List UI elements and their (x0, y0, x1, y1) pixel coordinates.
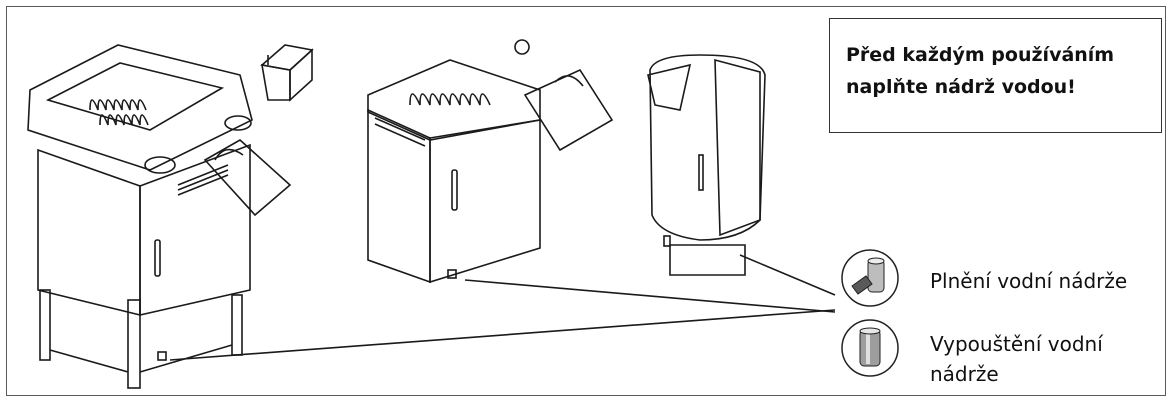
heater-medium-drain-valve (447, 269, 457, 279)
heater-medium-knob (514, 39, 530, 55)
heater-large-corner-cap-right (224, 115, 252, 131)
heater-medium-top (367, 59, 541, 141)
legend-drain-label-line-2: nádrže (930, 362, 999, 386)
heater-medium-vent (374, 117, 426, 147)
heater-large-heating-elements (89, 99, 149, 126)
heater-medium (367, 39, 614, 284)
refill-warning-line-2: naplňte nádrž vodou! (846, 76, 1076, 98)
heater-large-side-face (139, 143, 251, 317)
heater-medium-heating-elements (409, 93, 491, 106)
refill-warning-box: Před každým používáním naplňte nádrž vod… (829, 18, 1162, 133)
legend-drain-label-line-1: Vypouštění vodní (930, 332, 1103, 356)
heater-wall-tank-lid (647, 63, 692, 111)
heater-wall-body (649, 54, 766, 241)
legend-fill-label: Plnění vodní nádrže (930, 269, 1128, 293)
legend-drain-label: Vypouštění vodní nádrže (930, 329, 1150, 389)
heater-large (27, 44, 292, 389)
heater-large-front-face (37, 148, 141, 317)
heater-wall (647, 54, 766, 276)
heater-large-top-rim (27, 44, 253, 171)
heater-large-legs (39, 289, 243, 389)
refill-warning-line-1: Před každým používáním (846, 44, 1115, 66)
heater-medium-door-slot (451, 169, 458, 211)
heater-large-vent (177, 164, 229, 196)
figure-frame (6, 6, 1166, 396)
leader-lines (169, 254, 836, 361)
heater-wall-tank (669, 244, 746, 276)
water-tank-fill-icon (841, 249, 899, 307)
water-tank-accessory (260, 44, 314, 102)
water-tank-drain-icon (841, 319, 899, 377)
heater-wall-slot (698, 154, 704, 191)
heater-medium-side-face (429, 119, 541, 284)
heater-large-door-slot (154, 239, 161, 277)
heater-large-corner-cap-front (144, 156, 176, 174)
heater-medium-tank-lid (523, 68, 614, 152)
heater-large-stone-compartment (45, 62, 225, 131)
heater-large-drain-valve (157, 351, 167, 361)
heater-large-tank-lid (203, 139, 292, 217)
